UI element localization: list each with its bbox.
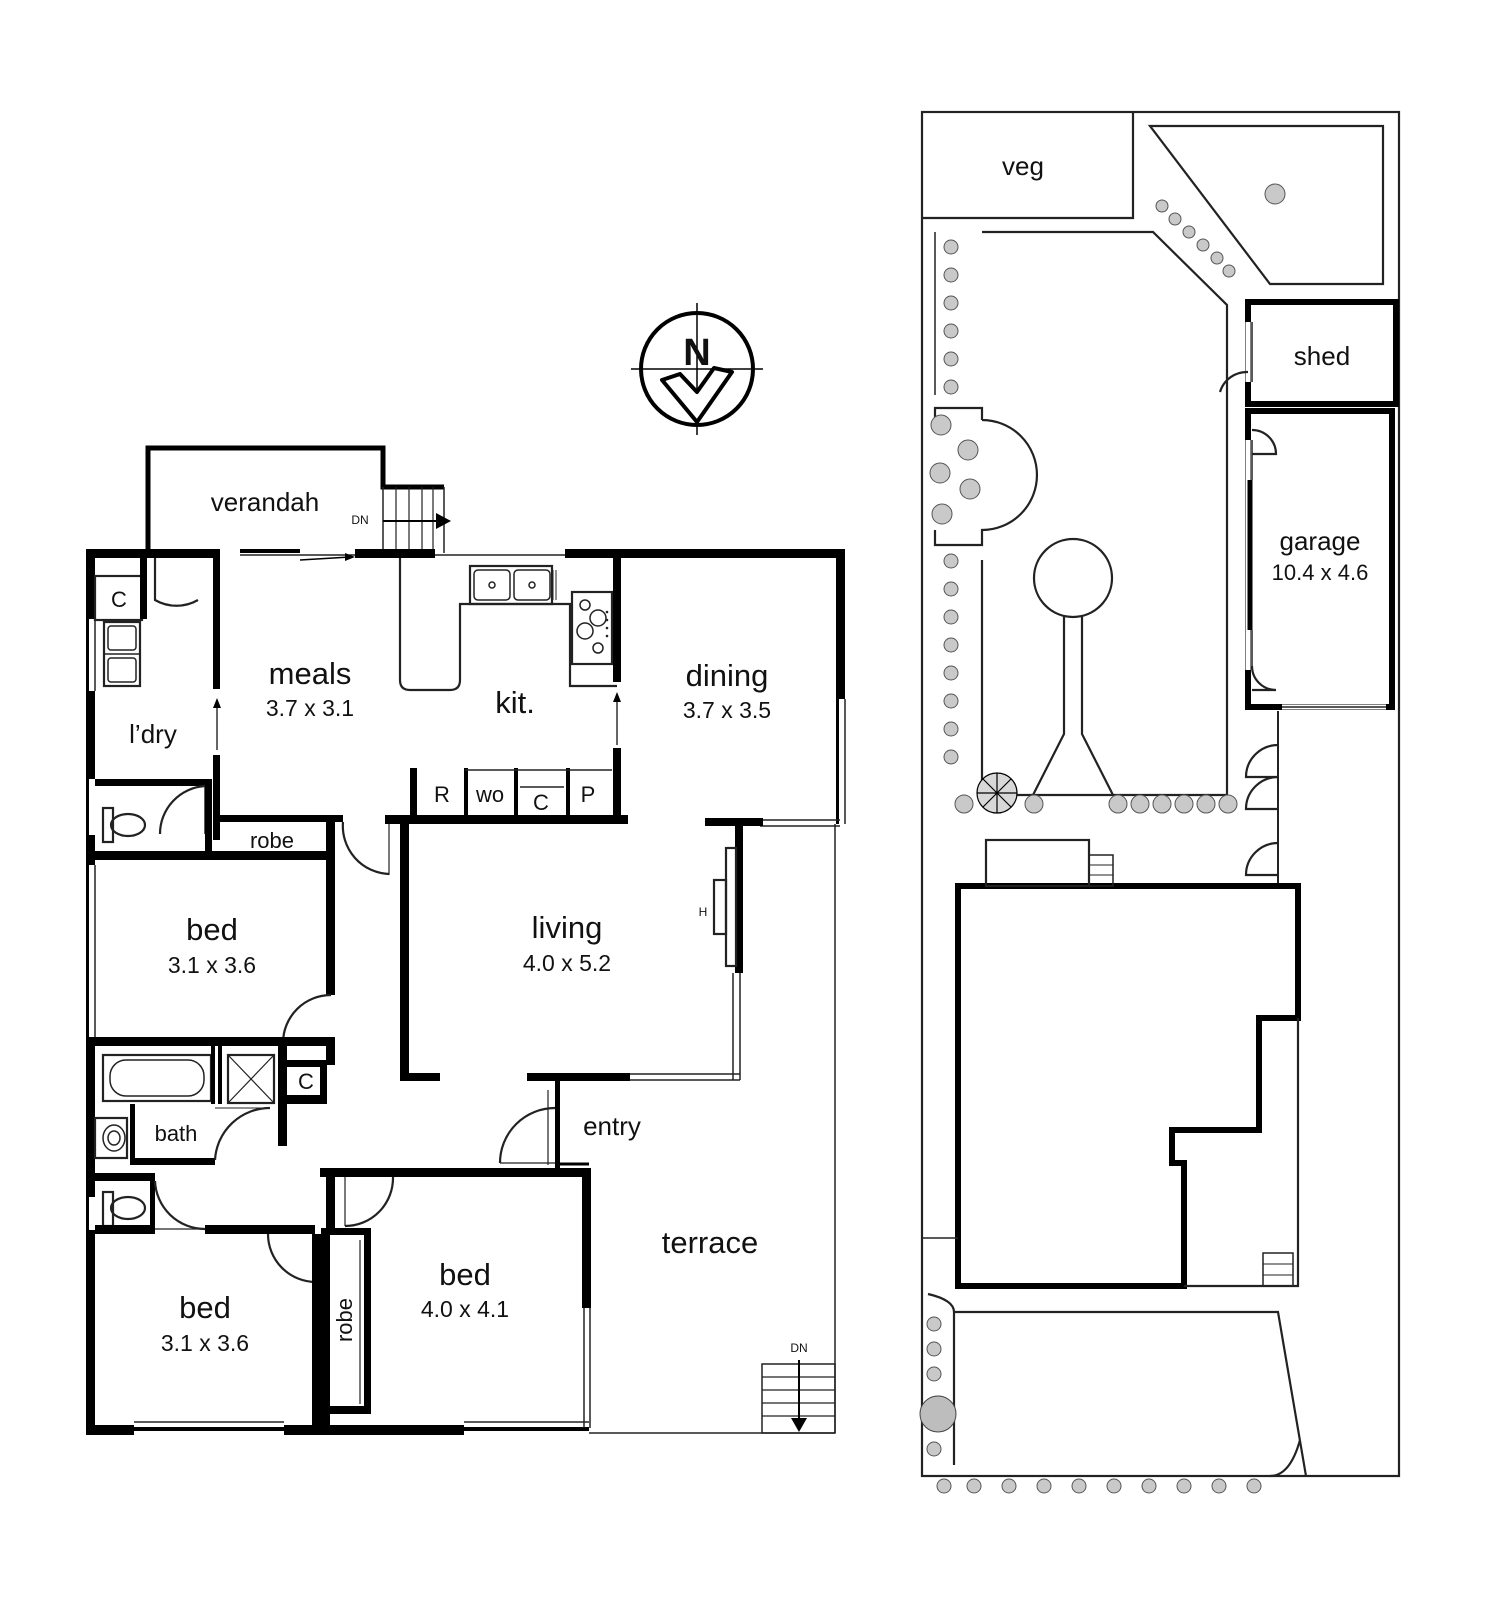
bath-label: bath (155, 1121, 198, 1146)
bed3-label: bed (179, 1290, 231, 1325)
living-size: 4.0 x 5.2 (523, 950, 611, 976)
laundry-label: l’dry (129, 719, 177, 749)
veg-label: veg (1002, 151, 1044, 181)
verandah-steps-icon (382, 487, 451, 553)
garage-label: garage (1280, 526, 1361, 556)
meals-label: meals (269, 656, 352, 691)
dining-label: dining (686, 658, 769, 693)
kitchen-label: kit. (495, 685, 535, 720)
kitchen-cupboard-label: C (533, 790, 549, 815)
terrace-steps-icon (761, 1360, 836, 1434)
bed1-label: bed (186, 912, 238, 947)
robe-side-label: robe (332, 1298, 357, 1342)
garage-size: 10.4 x 4.6 (1272, 560, 1369, 585)
wall-oven-label: wo (475, 782, 504, 807)
shower-icon (226, 1053, 276, 1105)
rear-steps-icon (1088, 854, 1114, 887)
verandah-label: verandah (211, 487, 319, 517)
pantry-label: P (581, 782, 596, 807)
heater-label: H (699, 905, 708, 919)
entry-label: entry (583, 1111, 641, 1141)
kitchen-bench (398, 558, 617, 692)
hedge-diagonal (1155, 199, 1236, 278)
living-label: living (532, 910, 603, 945)
bed2-size: 4.0 x 4.1 (421, 1296, 509, 1322)
meals-size: 3.7 x 3.1 (266, 695, 354, 721)
hedge-left (929, 239, 981, 765)
compass-icon: N (631, 303, 763, 435)
terrace-label: terrace (662, 1225, 758, 1260)
basin-icon (93, 1116, 129, 1160)
bed3-size: 3.1 x 3.6 (161, 1330, 249, 1356)
cooktop-icon (570, 590, 614, 666)
laundry-tub-icon (102, 620, 142, 688)
house-floor-plan: C l’dry robe (86, 445, 846, 1435)
compass-north-label: N (683, 332, 710, 374)
bathtub-icon (101, 1053, 213, 1103)
front-steps-icon (1262, 1252, 1294, 1287)
verandah-dn-label: DN (351, 513, 368, 527)
robe-top-label: robe (250, 828, 294, 853)
hedge-bottom (954, 772, 1238, 814)
hall-cupboard-label: C (298, 1069, 314, 1094)
laundry-cupboard-label: C (111, 587, 127, 612)
hedge-front (919, 1316, 1262, 1494)
site-plan: veg (919, 110, 1401, 1494)
terrace-dn-label: DN (790, 1341, 807, 1355)
bed1-size: 3.1 x 3.6 (168, 952, 256, 978)
bed2-label: bed (439, 1257, 491, 1292)
toilet-icon (101, 1190, 147, 1228)
fridge-label: R (434, 782, 450, 807)
toilet-icon (101, 806, 147, 844)
dining-size: 3.7 x 3.5 (683, 697, 771, 723)
lawn-path (1032, 537, 1114, 796)
shed-label: shed (1294, 341, 1350, 371)
heater-icon (712, 846, 738, 968)
